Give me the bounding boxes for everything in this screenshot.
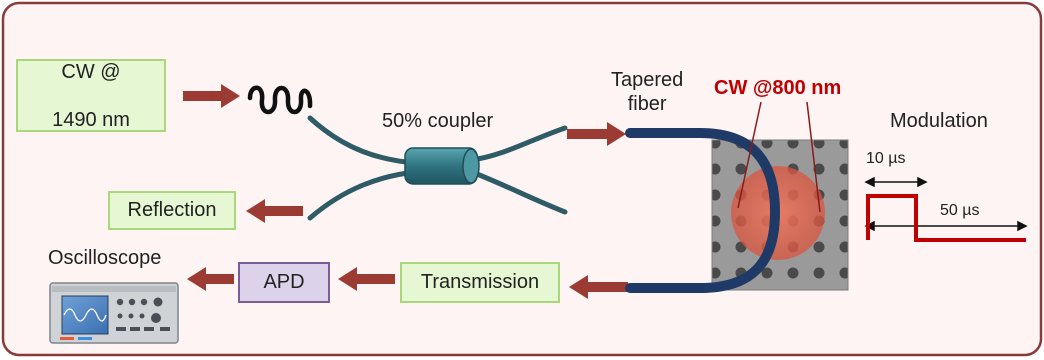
arrow-coupler-to-taper	[567, 122, 626, 146]
tapered-fiber-line2: fiber	[627, 93, 667, 115]
apd-label: APD	[263, 271, 305, 293]
tapered-fiber-line1: Tapered	[611, 69, 684, 91]
transmission-box: Transmission	[400, 262, 560, 303]
oscilloscope-icon	[49, 282, 179, 344]
modulation-pulse	[866, 194, 1026, 242]
pump-indicator-lines	[737, 101, 821, 213]
coupler-label: 50% coupler	[382, 110, 494, 132]
pump-label: CW @800 nm	[714, 77, 842, 99]
oscilloscope-label: Oscilloscope	[48, 247, 162, 269]
period-label: 50 µs	[940, 202, 980, 219]
photonic-crystal	[711, 139, 849, 291]
pulse-width-arrow	[864, 176, 928, 188]
reflection-box: Reflection	[108, 191, 236, 230]
apd-box: APD	[238, 262, 330, 303]
arrow-laser-to-fiber	[183, 84, 240, 108]
modulation-label: Modulation	[890, 110, 988, 132]
pulse-width-label: 10 µs	[866, 150, 906, 167]
arrow-to-oscilloscope	[187, 267, 234, 291]
laser-label-line2: 1490 nm	[52, 108, 130, 131]
laser-label-line1: CW @	[61, 60, 121, 83]
arrow-to-transmission	[569, 275, 628, 299]
tapered-fiber-label: Tapered fiber	[611, 68, 683, 116]
coupler-icon	[404, 147, 480, 185]
coupler-fibers	[307, 115, 568, 221]
arrow-to-apd	[338, 267, 395, 291]
reflection-label: Reflection	[127, 199, 217, 221]
cw-1490-laser-box: CW @ 1490 nm	[16, 59, 166, 132]
fiber-coil	[247, 85, 313, 115]
tapered-fiber-loop	[625, 128, 781, 293]
arrow-to-reflection	[246, 199, 303, 223]
transmission-label: Transmission	[420, 271, 540, 293]
